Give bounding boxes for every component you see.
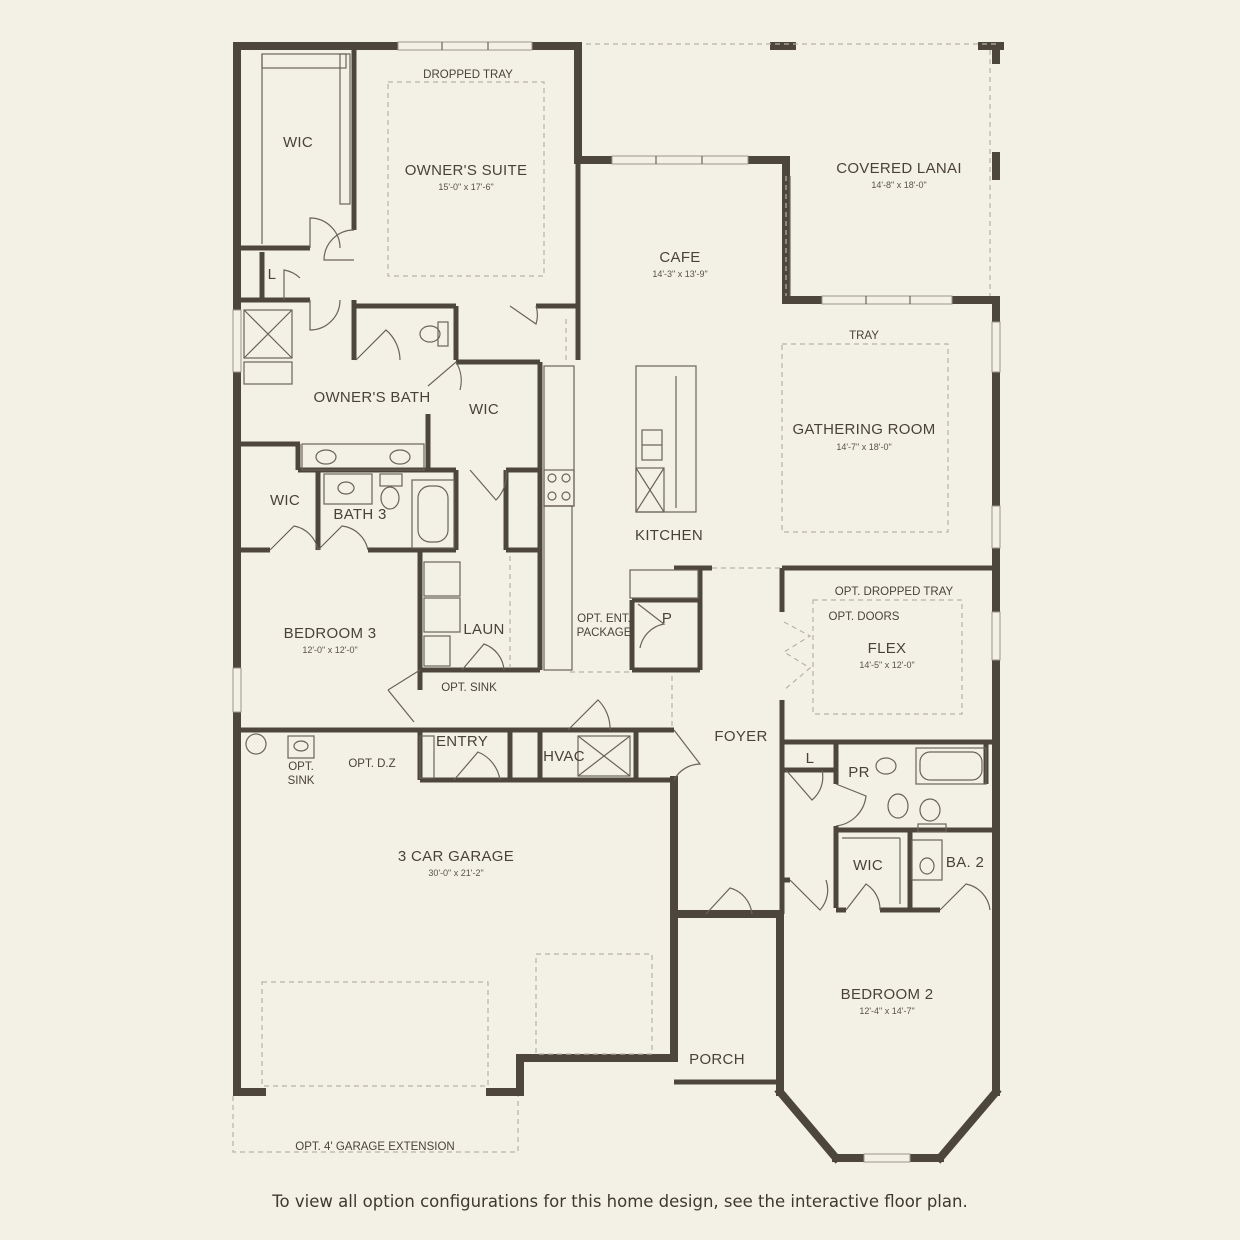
label-hvac: HVAC <box>543 748 585 765</box>
label-gathering-room: GATHERING ROOM <box>792 421 935 438</box>
floor-plan-drawing: WIC DROPPED TRAY OWNER'S SUITE 15'-0" x … <box>232 41 1004 1164</box>
label-porch: PORCH <box>689 1051 745 1068</box>
walls <box>233 42 1004 1164</box>
interior-walls <box>240 50 996 914</box>
dim-cafe: 14'-3" x 13'-9" <box>652 269 707 279</box>
label-linen-owner: L <box>268 266 277 283</box>
label-wic-bed2: WIC <box>853 857 883 874</box>
label-powder: PR <box>848 764 869 781</box>
windows <box>232 41 1001 1163</box>
label-garage-sink-2: SINK <box>288 775 315 787</box>
dim-garage: 30'-0" x 21'-2" <box>428 868 483 878</box>
label-linen-hall: L <box>806 750 815 767</box>
label-ba2: BA. 2 <box>946 854 984 871</box>
doors <box>269 217 991 915</box>
label-flex: FLEX <box>868 640 907 657</box>
label-foyer: FOYER <box>714 728 767 745</box>
label-bedroom2: BEDROOM 2 <box>841 986 934 1003</box>
label-opt-ent-1: OPT. ENT. <box>577 613 631 625</box>
label-flex-tray: OPT. DROPPED TRAY <box>835 586 954 598</box>
label-owner-tray: DROPPED TRAY <box>423 69 513 81</box>
label-owner-suite: OWNER'S SUITE <box>405 162 528 179</box>
label-opt-ent-2: PACKAGE <box>577 627 632 639</box>
label-bath3: BATH 3 <box>333 506 386 523</box>
label-bedroom3: BEDROOM 3 <box>284 625 377 642</box>
label-covered-lanai: COVERED LANAI <box>836 160 962 177</box>
label-entry: ENTRY <box>436 733 488 750</box>
label-gathering-tray: TRAY <box>849 330 879 342</box>
label-owners-bath: OWNER'S BATH <box>313 389 430 406</box>
label-wic-bath: WIC <box>469 401 499 418</box>
label-opt-sink: OPT. SINK <box>441 682 497 694</box>
label-cafe: CAFE <box>659 249 700 266</box>
label-garage: 3 CAR GARAGE <box>398 848 514 865</box>
label-wic-bed3: WIC <box>270 492 300 509</box>
dim-bedroom3: 12'-0" x 12'-0" <box>302 645 357 655</box>
label-flex-doors: OPT. DOORS <box>829 611 900 623</box>
dim-flex: 14'-5" x 12'-0" <box>859 660 914 670</box>
caption: To view all option configurations for th… <box>272 1192 968 1211</box>
dim-gathering-room: 14'-7" x 18'-0" <box>836 442 891 452</box>
dashed-outlines <box>232 43 996 1153</box>
label-garage-sink-1: OPT. <box>288 761 314 773</box>
room-labels: WIC DROPPED TRAY OWNER'S SUITE 15'-0" x … <box>268 69 984 1153</box>
label-garage-ext: OPT. 4' GARAGE EXTENSION <box>295 1141 454 1153</box>
label-laun: LAUN <box>463 621 504 638</box>
dim-owner-suite: 15'-0" x 17'-6" <box>438 182 493 192</box>
dim-bedroom2: 12'-4" x 14'-7" <box>859 1006 914 1016</box>
label-opt-dz: OPT. D.Z <box>348 758 395 770</box>
label-kitchen: KITCHEN <box>635 527 703 544</box>
dim-covered-lanai: 14'-8" x 18'-0" <box>871 180 926 190</box>
label-wic-owner: WIC <box>283 134 313 151</box>
label-pantry: P <box>662 610 672 627</box>
fixtures <box>243 53 987 904</box>
